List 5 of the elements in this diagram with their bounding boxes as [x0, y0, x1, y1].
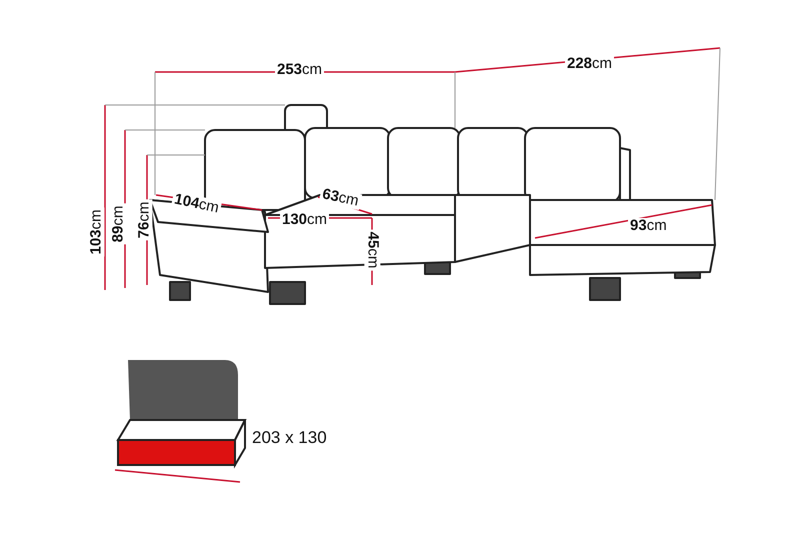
- dimension-label: 76cm: [136, 200, 152, 240]
- dimension-label: 45cm: [364, 230, 380, 270]
- dimension-label: 203 x 130: [250, 430, 329, 446]
- dimension-label: 103cm: [88, 207, 105, 257]
- dimension-label: 89cm: [110, 204, 126, 244]
